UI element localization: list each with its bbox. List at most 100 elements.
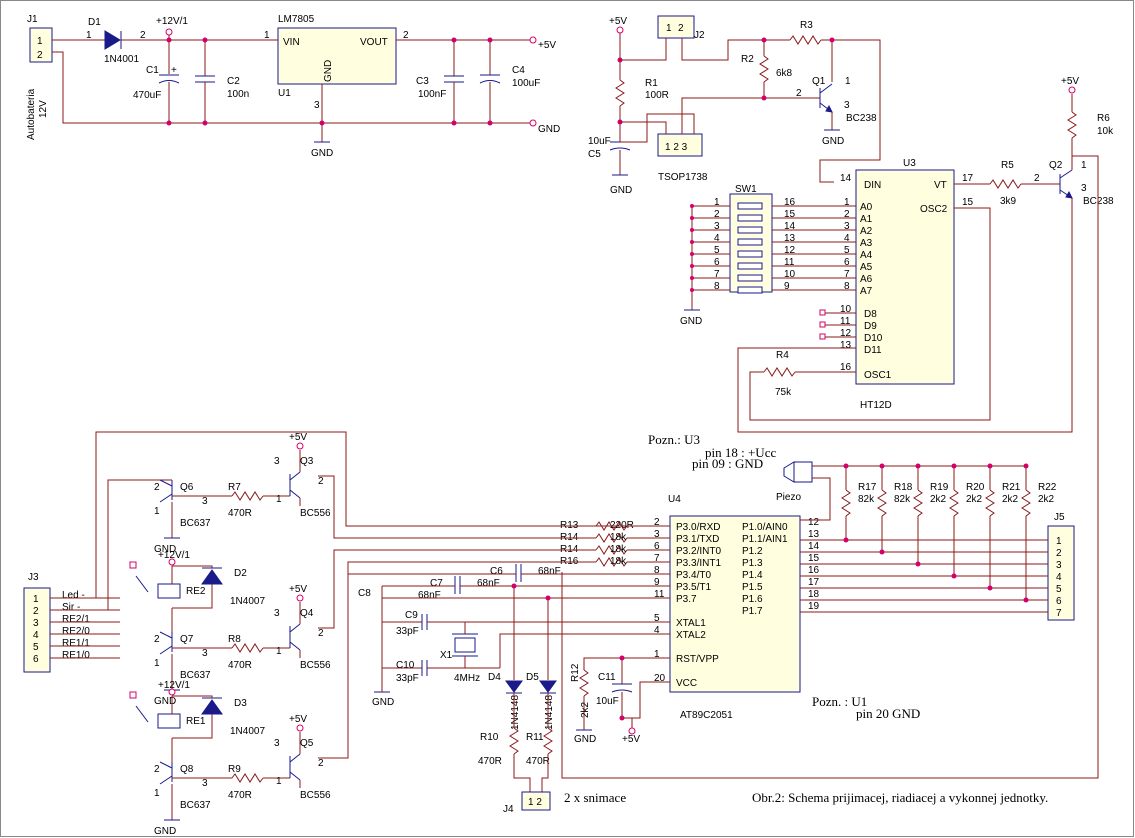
decoder-section: U3 HT12D DIN VT OSC2 OSC1 14 17 15 16 A0…: [561, 76, 1114, 779]
sw1-right-pin: 14: [784, 221, 796, 232]
pullup-label: R22: [1038, 482, 1057, 493]
q1-pin3: 3: [844, 100, 850, 111]
u3-data-label: D10: [864, 333, 883, 344]
u4-right-pin-label: P1.1/AIN1: [742, 534, 788, 545]
sw1-left-pin: 1: [714, 197, 720, 208]
pullup-value: 82k: [894, 494, 911, 505]
u4-left-pin-num: 4: [654, 625, 660, 636]
out-gnd: GND: [538, 124, 560, 135]
d5-diode: [539, 680, 557, 693]
r12-label: R12: [570, 663, 581, 682]
c11-label: C11: [598, 672, 616, 683]
pullup-label: R21: [1002, 482, 1021, 493]
c2-value: 100n: [227, 89, 249, 100]
u4-left-pin-num: 9: [654, 577, 660, 588]
c9-label: C9: [405, 610, 418, 621]
base-resistor-value: 470R: [228, 660, 252, 671]
high-transistor-pin2: 2: [318, 758, 324, 769]
u3-addr-label: A5: [860, 262, 873, 273]
r6-vcc: +5V: [1061, 76, 1079, 87]
x1-value: 4MHz: [454, 673, 480, 684]
r10-value: 470R: [478, 756, 502, 767]
u4-left-pin-num: 11: [654, 589, 665, 600]
d5-label: D5: [526, 672, 539, 683]
j1-label: J1: [27, 14, 38, 25]
u4-right-pin-num: 15: [808, 553, 820, 564]
relay-label: RE1: [186, 716, 206, 727]
d1-pin2: 2: [140, 30, 146, 41]
high-transistor-pin2: 2: [318, 476, 324, 487]
u3-osc1: OSC1: [864, 370, 892, 381]
pullup-label: R17: [858, 482, 877, 493]
sw1-right-pin: 9: [784, 281, 790, 292]
c8-value: 68nF: [418, 590, 441, 601]
j1-connector: [29, 27, 53, 63]
pullup-value: 2k2: [1038, 494, 1055, 505]
sw1-right-pin: 13: [784, 233, 796, 244]
j3-signal-label: RE1/1: [62, 638, 90, 649]
u4-right-pin-label: P1.5: [742, 582, 763, 593]
r3-label: R3: [800, 20, 813, 31]
battery-label: Autobateria: [26, 88, 37, 140]
reg-pin2: 2: [403, 30, 409, 41]
low-transistor-pin1: 1: [154, 788, 160, 799]
u3-vt: VT: [934, 180, 947, 191]
base-resistor-value: 470R: [228, 790, 252, 801]
u3-addr-pin: 8: [844, 281, 850, 292]
sw1-gnd: GND: [680, 316, 702, 327]
j4-label: J4: [503, 804, 514, 815]
u4-right-pin-label: P1.7: [742, 606, 763, 617]
r1-value: 100R: [645, 90, 669, 101]
u3-data-label: D11: [864, 345, 882, 356]
u3-addr-label: A4: [860, 250, 873, 261]
j2-pin2: 2: [678, 23, 684, 34]
u4-right-pin-num: 12: [808, 517, 820, 528]
high-transistor-vcc: +5V: [289, 432, 307, 443]
j5-label: J5: [1054, 512, 1065, 523]
r11-value: 470R: [526, 756, 550, 767]
high-transistor-pin3: 3: [274, 738, 280, 749]
tsop1738-receiver: [657, 133, 703, 157]
c6-value: 68nF: [538, 566, 561, 577]
c7-label: C7: [430, 578, 443, 589]
u4-left-pin-label: P3.4/T0: [676, 570, 711, 581]
c5-value: 10uF: [588, 136, 611, 147]
d1-label: D1: [88, 17, 101, 28]
c4-value: 100uF: [512, 78, 540, 89]
pullup-value: 2k2: [966, 494, 983, 505]
receiver-section: +5V R1 100R 10uF C5 GND 1 2 J2 1 2 3 TSO…: [588, 15, 881, 196]
u4-right-pin-num: 16: [808, 565, 820, 576]
low-transistor-label: Q7: [180, 634, 194, 645]
j3-label: J3: [28, 572, 39, 583]
u3-data-label: D9: [864, 321, 877, 332]
j4-connector: [521, 791, 551, 811]
note-u1-line1: pin 20 GND: [856, 706, 920, 721]
u4-label: U4: [668, 494, 681, 505]
j3-signal-label: RE1/0: [62, 650, 90, 661]
j3-signal-label: RE2/0: [62, 626, 90, 637]
r11-label: R11: [526, 732, 544, 743]
u4-left-pin-label: P3.5/T1: [676, 582, 711, 593]
c8-label: C8: [358, 588, 371, 599]
base-resistor-label: R9: [228, 764, 241, 775]
low-transistor-pin2: 2: [154, 634, 160, 645]
c6-label: C6: [490, 566, 503, 577]
u4-left-pin-num: 2: [654, 517, 660, 528]
series-resistor-value: 18k: [610, 544, 627, 555]
j3-pin: 4: [33, 630, 39, 641]
u4-left-pin-label: P3.1/TXD: [676, 534, 719, 545]
tsop-pins: 1 2 3: [665, 142, 688, 153]
low-transistor-pin2: 2: [154, 482, 160, 493]
rx-gnd: GND: [610, 185, 632, 196]
u4-right-pin-num: 17: [808, 577, 820, 588]
u3-addr-pin: 6: [844, 257, 850, 268]
pullup-label: R18: [894, 482, 913, 493]
low-transistor-pin3: 3: [202, 648, 208, 659]
u4-left-pin-num: 6: [654, 541, 660, 552]
u3-data-pin: 12: [840, 328, 852, 339]
u3-addr-pin: 4: [844, 233, 850, 244]
pullup-label: R20: [966, 482, 985, 493]
pullup-label: R19: [930, 482, 949, 493]
u4-right-pin-num: 14: [808, 541, 820, 552]
